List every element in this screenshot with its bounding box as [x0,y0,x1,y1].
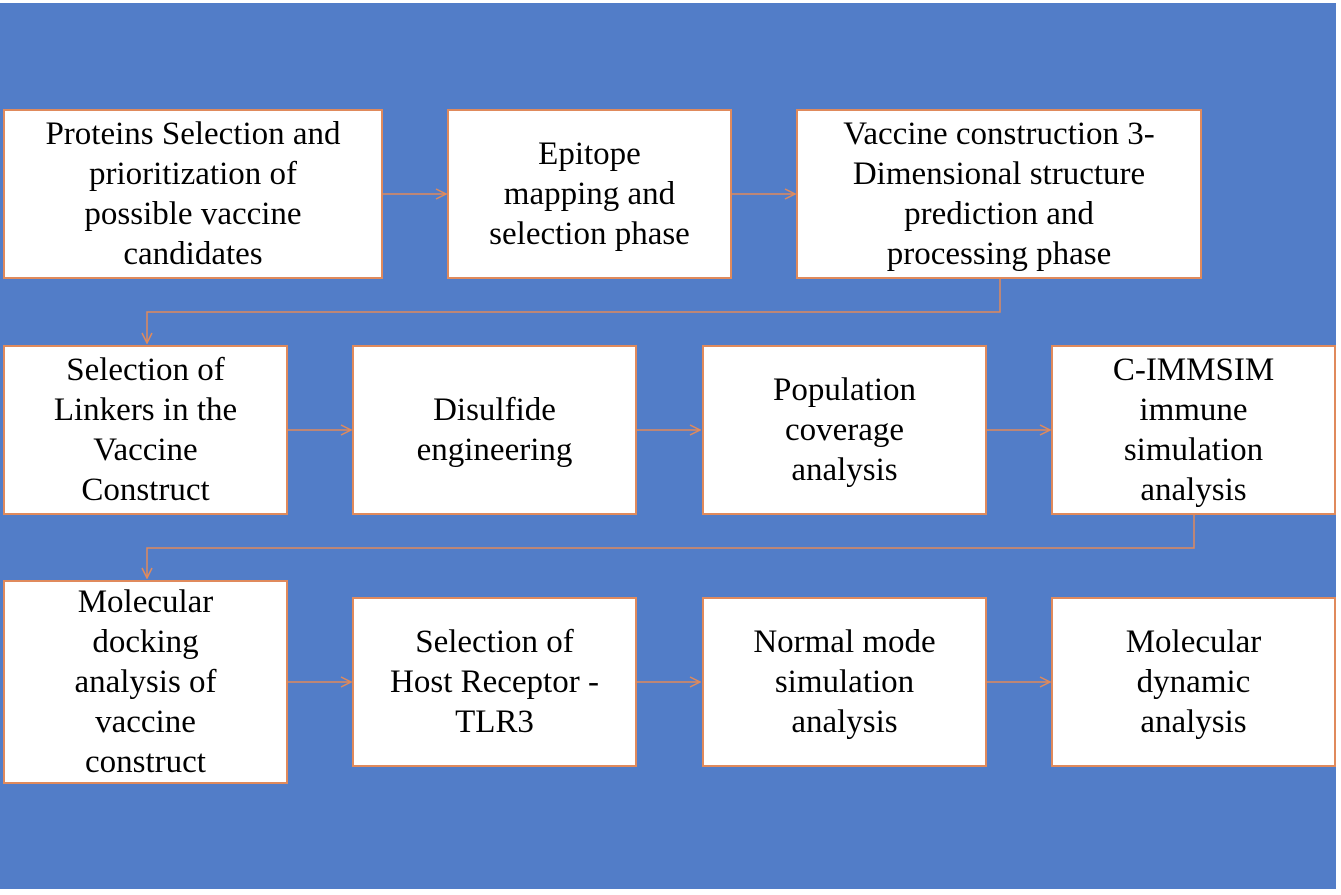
step-label: Epitope mapping and selection phase [489,136,690,252]
step-label: Vaccine construction 3- Dimensional stru… [843,116,1155,272]
step-box-protein-selection: Proteins Selection and prioritization of… [3,109,383,279]
step-box-c-immsim: C-IMMSIM immune simulation analysis [1051,345,1336,515]
frame-edge-bottom [0,889,1341,895]
step-label: Molecular dynamic analysis [1125,624,1262,740]
step-label: Molecular docking analysis of vaccine co… [74,584,217,780]
frame-edge-top [0,0,1341,3]
step-label: Normal mode simulation analysis [753,624,936,740]
step-label: C-IMMSIM immune simulation analysis [1112,352,1275,508]
step-box-disulfide-engineering: Disulfide engineering [352,345,637,515]
step-label: Population coverage analysis [772,372,916,488]
frame-edge-right [1336,0,1341,895]
step-label: Disulfide engineering [416,392,573,468]
step-label: Selection of Host Receptor - TLR3 [390,624,599,740]
step-box-molecular-docking: Molecular docking analysis of vaccine co… [3,580,288,784]
step-label: Proteins Selection and prioritization of… [45,116,341,272]
step-box-epitope-mapping: Epitope mapping and selection phase [447,109,732,279]
step-box-molecular-dynamic: Molecular dynamic analysis [1051,597,1336,767]
step-box-normal-mode: Normal mode simulation analysis [702,597,987,767]
step-box-host-receptor: Selection of Host Receptor - TLR3 [352,597,637,767]
step-label: Selection of Linkers in the Vaccine Cons… [53,352,238,508]
step-box-population-coverage: Population coverage analysis [702,345,987,515]
step-box-vaccine-construction: Vaccine construction 3- Dimensional stru… [796,109,1202,279]
step-box-linker-selection: Selection of Linkers in the Vaccine Cons… [3,345,288,515]
arrow-s7-s8 [147,514,1195,578]
arrow-s3-s4 [147,278,1001,343]
